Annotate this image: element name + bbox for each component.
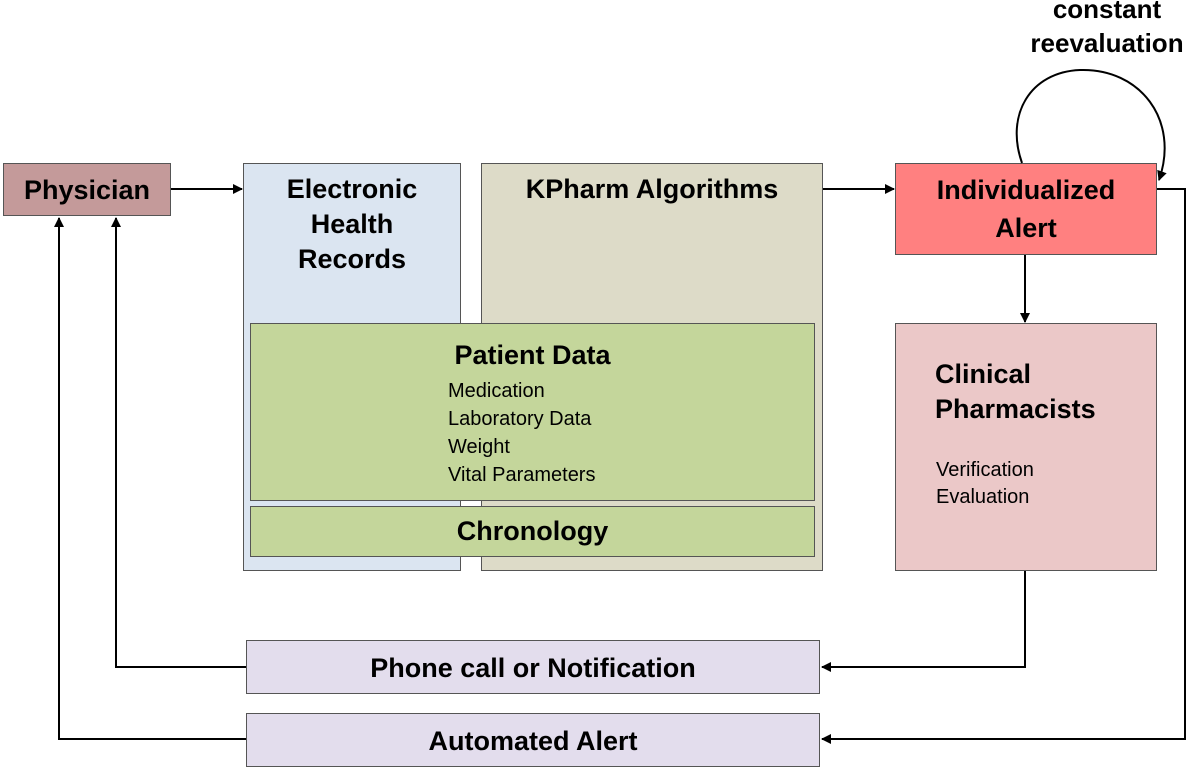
patient-data-list: Medication Laboratory Data Weight Vital … [448, 377, 595, 489]
patient-data-node: Patient Data Medication Laboratory Data … [250, 323, 815, 501]
ehr-label-line-3: Records [297, 244, 407, 274]
ehr-label: Electronic Health Records [244, 172, 460, 277]
patient-data-item: Vital Parameters [448, 464, 596, 486]
clinical-pharmacists-node: Clinical Pharmacists Verification Evalua… [895, 323, 1157, 571]
chronology-label: Chronology [456, 516, 609, 546]
arrow-automated-to-physician [54, 217, 246, 740]
clinical-pharmacists-list: Verification Evaluation [936, 457, 1034, 511]
automated-alert-label: Automated Alert [428, 726, 638, 756]
clinical-pharmacists-title: Clinical Pharmacists [935, 357, 1096, 427]
individualized-alert-label: Individualized Alert [896, 171, 1156, 247]
patient-data-item: Medication [448, 380, 545, 402]
clinical-pharmacists-item: Verification [936, 459, 1034, 481]
kpharm-label: KPharm Algorithms [525, 174, 779, 204]
phone-notification-node: Phone call or Notification [246, 640, 820, 694]
patient-data-title: Patient Data [454, 340, 611, 370]
individualized-alert-line-2: Alert [995, 213, 1057, 243]
arrow-pharmacists-to-phone [821, 571, 1026, 672]
clinical-pharmacists-line-1: Clinical [935, 359, 1032, 389]
individualized-alert-line-1: Individualized [936, 175, 1116, 205]
clinical-pharmacists-line-2: Pharmacists [935, 394, 1096, 424]
physician-node: Physician [3, 163, 171, 216]
patient-data-item: Laboratory Data [448, 408, 592, 430]
individualized-alert-node: Individualized Alert [895, 163, 1157, 255]
patient-data-item: Weight [448, 436, 510, 458]
constant-reevaluation-label: constant reevaluation [1012, 0, 1200, 60]
ehr-label-line-1: Electronic [286, 174, 418, 204]
clinical-pharmacists-item: Evaluation [936, 486, 1030, 508]
constant-reevaluation-line-1: constant [1052, 0, 1162, 24]
physician-label: Physician [23, 175, 151, 205]
chronology-node: Chronology [250, 506, 815, 557]
phone-notification-label: Phone call or Notification [370, 653, 696, 683]
arrow-phone-to-physician [111, 217, 246, 668]
automated-alert-node: Automated Alert [246, 713, 820, 767]
constant-reevaluation-line-2: reevaluation [1030, 28, 1184, 58]
ehr-label-line-2: Health [310, 209, 394, 239]
